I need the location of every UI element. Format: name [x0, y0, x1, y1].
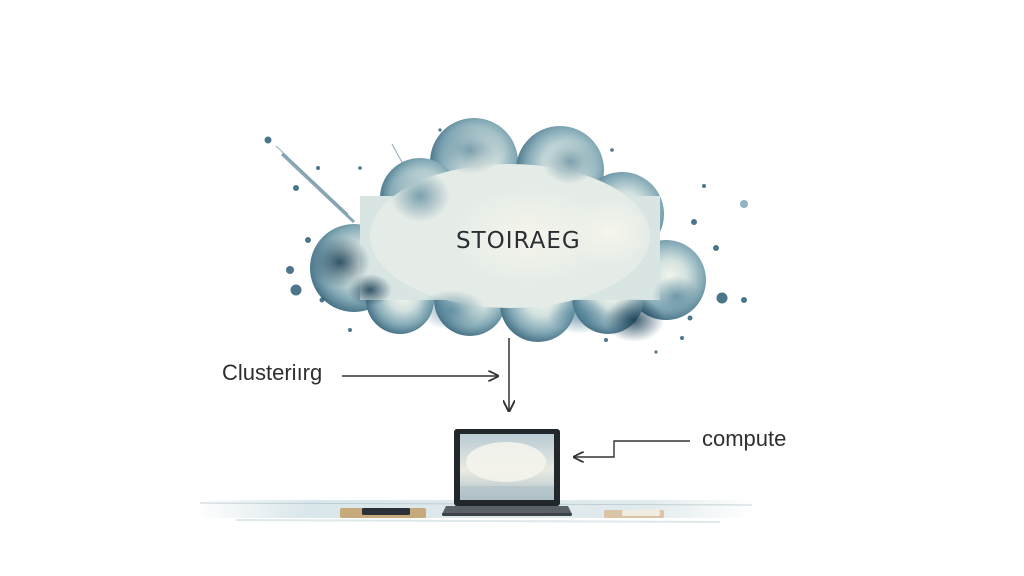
notepad-icon: [604, 510, 664, 518]
tablet-icon: [340, 508, 426, 518]
laptop-icon: [442, 429, 572, 516]
clustering-label: Clusteriırg: [222, 360, 323, 385]
cloud-storage-label: STOIRAEG: [456, 228, 581, 254]
watercolor-cloud-icon: [264, 118, 748, 354]
compute-label: compute: [702, 426, 787, 451]
compute-arrow: [574, 440, 690, 457]
